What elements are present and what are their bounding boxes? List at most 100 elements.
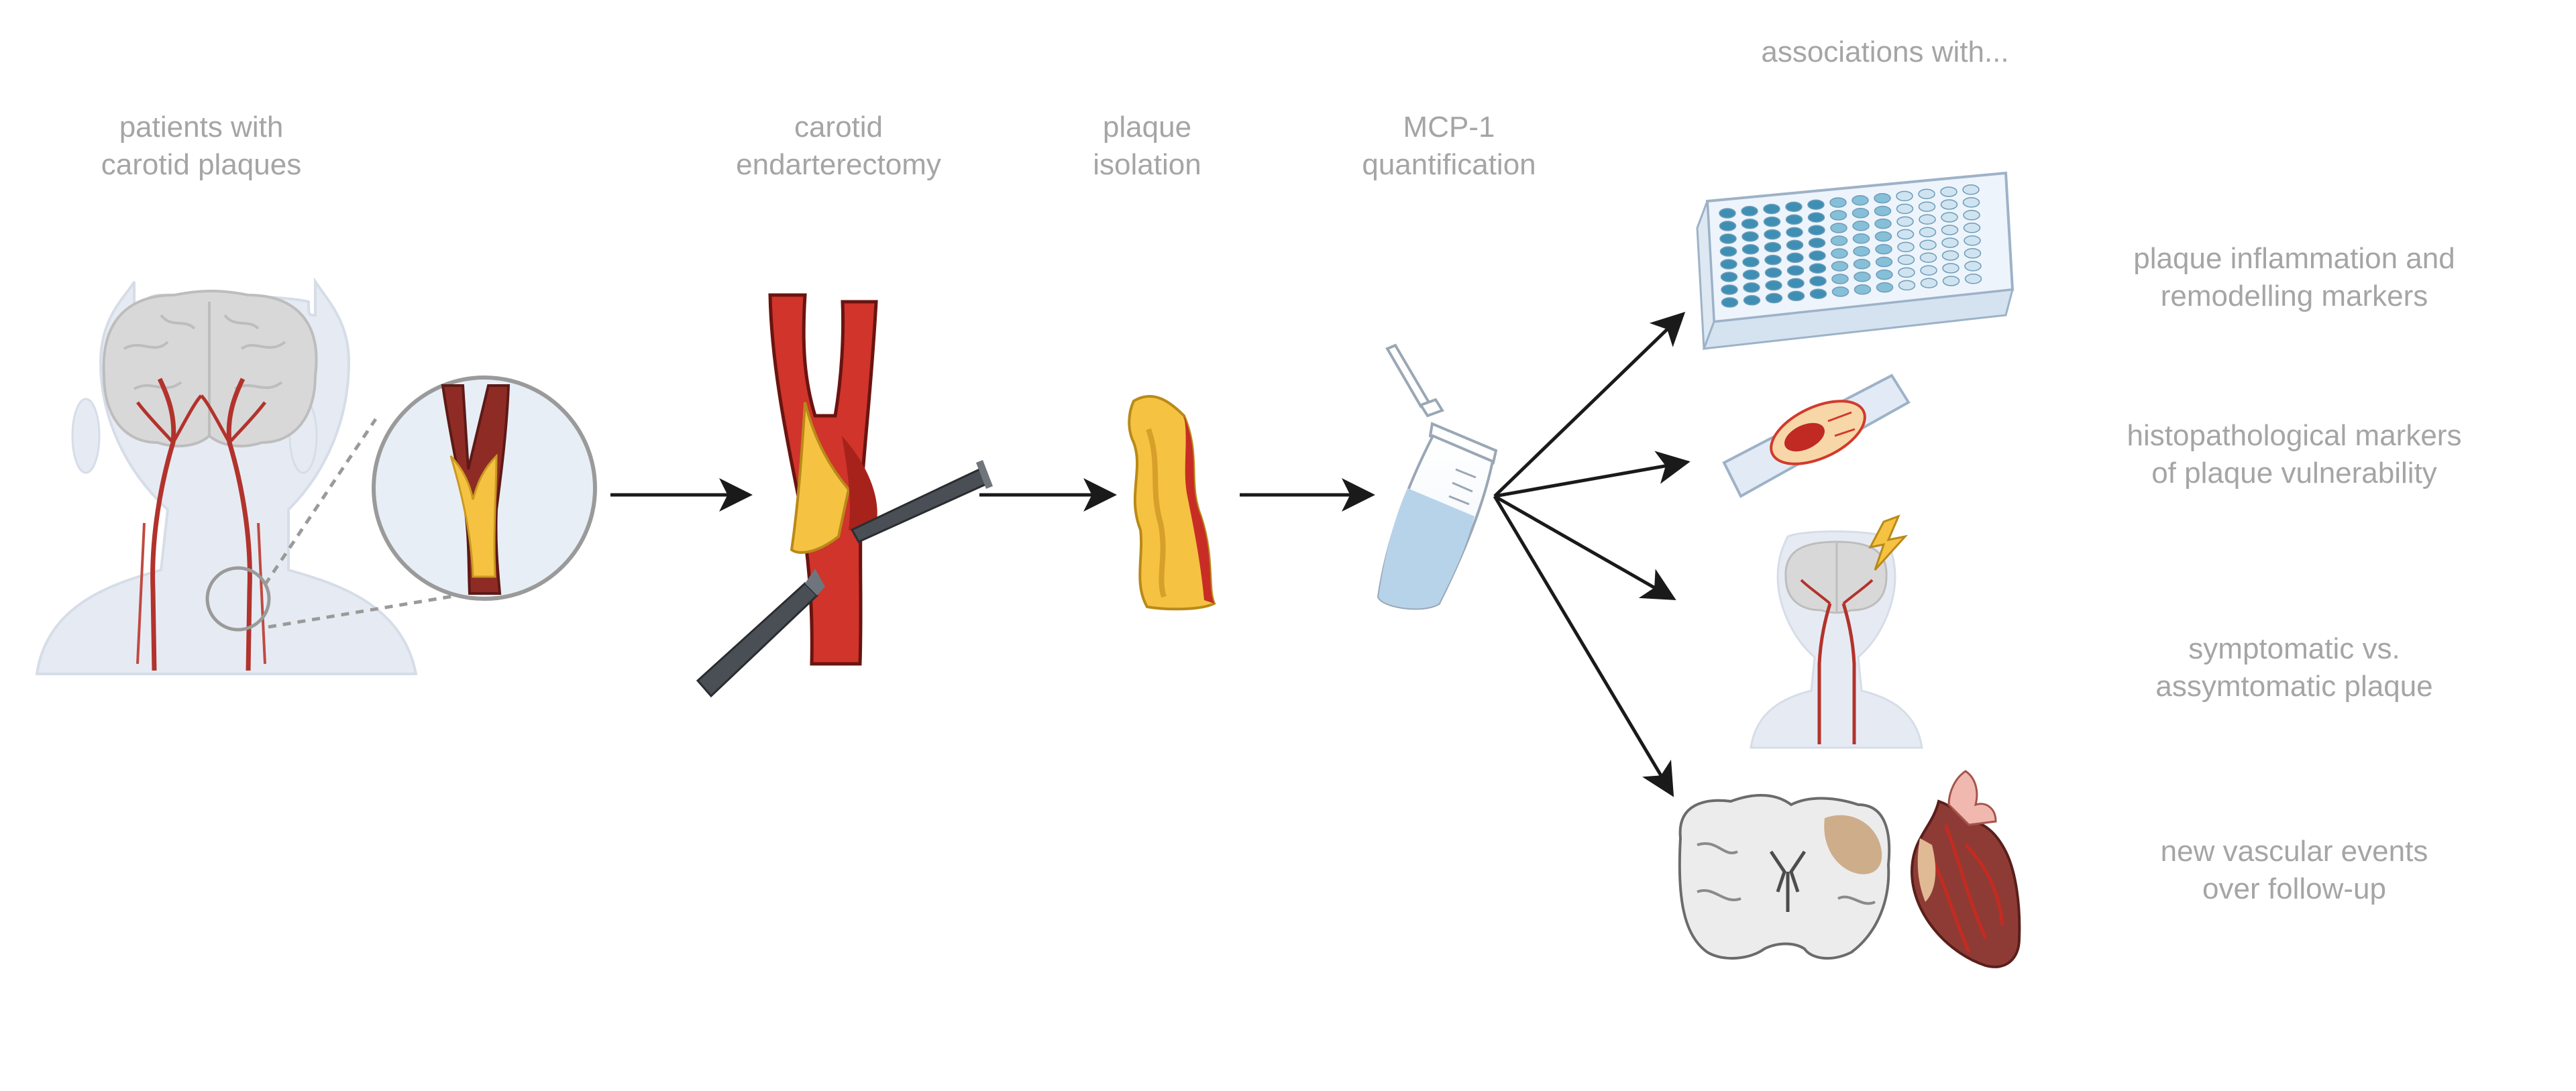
- plate-well: [1852, 233, 1870, 244]
- plate-well: [1787, 290, 1805, 302]
- plate-well: [1874, 231, 1892, 242]
- plate-well: [1964, 261, 1982, 272]
- plate-well: [1896, 190, 1913, 202]
- outcome-label-symptomatic: symptomatic vs. assymtomatic plaque: [2155, 630, 2432, 705]
- plate-well: [1831, 274, 1849, 284]
- plate-well: [1831, 248, 1848, 259]
- plaque-icon: [1128, 395, 1216, 611]
- plate-well: [1720, 272, 1738, 282]
- plate-well: [1786, 252, 1804, 264]
- plate-well: [1764, 267, 1782, 278]
- plate-well: [1808, 237, 1826, 248]
- plate-well: [1964, 248, 1982, 259]
- plate-well: [1742, 270, 1760, 280]
- step-label-endarterectomy: carotid endarterectomy: [736, 109, 941, 184]
- plate-well: [1721, 297, 1739, 308]
- plate-well: [1830, 223, 1847, 233]
- outcome-label-histopathology: histopathological markers of plaque vuln…: [2127, 417, 2462, 492]
- plate-well: [1875, 256, 1893, 268]
- outcome-label-line: histopathological markers: [2127, 419, 2462, 452]
- outcome-label-line: remodelling markers: [2160, 280, 2428, 312]
- plate-well: [1919, 214, 1936, 225]
- plate-well: [1898, 267, 1915, 278]
- plate-well: [1918, 188, 1935, 199]
- plate-well: [1763, 216, 1781, 227]
- plate-well: [1876, 269, 1893, 280]
- plate-well: [1964, 274, 1982, 284]
- outcome-label-line: plaque inflammation and: [2133, 242, 2455, 275]
- plate-well: [1741, 219, 1759, 229]
- outcome-label-line: symptomatic vs.: [2188, 632, 2400, 665]
- plate-well: [1809, 263, 1827, 274]
- step-label-line: quantification: [1362, 148, 1536, 181]
- plate-well: [1919, 252, 1937, 263]
- step-label-line: MCP-1: [1403, 111, 1495, 143]
- step-label-isolation: plaque isolation: [1093, 109, 1201, 184]
- plate-well: [1852, 221, 1870, 231]
- endarterectomy-icon: [696, 293, 993, 698]
- plate-well: [1719, 208, 1736, 219]
- plate-well: [1941, 250, 1960, 261]
- plate-well: [1920, 278, 1938, 288]
- plate-well: [1941, 237, 1959, 248]
- plate-well: [1897, 241, 1915, 253]
- plate-well: [1720, 259, 1737, 270]
- plate-well: [1809, 276, 1827, 286]
- plate-well: [1963, 210, 1980, 221]
- plate-well: [1787, 278, 1805, 289]
- plate-well: [1807, 199, 1825, 210]
- plate-well: [1765, 280, 1782, 291]
- plate-well: [1854, 284, 1872, 295]
- plate-well: [1743, 282, 1760, 293]
- plate-well: [1764, 229, 1781, 240]
- plate-well: [1831, 286, 1849, 297]
- step-label-line: isolation: [1093, 148, 1201, 181]
- step-label-quantification: MCP-1 quantification: [1362, 109, 1536, 184]
- outcome-label-line: assymtomatic plaque: [2155, 670, 2433, 703]
- plate-well: [1940, 199, 1958, 210]
- plate-well: [1963, 223, 1981, 233]
- plate-well: [1741, 244, 1760, 255]
- plate-well: [1786, 265, 1805, 276]
- step-label-line: carotid plaques: [101, 148, 302, 181]
- plate-well: [1721, 284, 1738, 295]
- outcome-label-events: new vascular events over follow-up: [2161, 833, 2428, 908]
- associations-header-text: associations with...: [1761, 36, 2009, 68]
- plate-well: [1874, 218, 1892, 229]
- microscope-slide-icon: [1722, 374, 1911, 498]
- outcome-label-line: over follow-up: [2202, 872, 2386, 905]
- plate-well: [1964, 235, 1981, 246]
- plate-well: [1786, 227, 1803, 238]
- plate-well: [1764, 241, 1782, 253]
- outcome-arrows: [1493, 312, 1690, 797]
- sample-tube-icon: [1377, 343, 1498, 610]
- patient-head-icon: [35, 277, 597, 675]
- plate-well: [1940, 186, 1957, 197]
- step-label-line: carotid: [794, 111, 883, 143]
- plate-well: [1764, 254, 1782, 266]
- well-plate-icon: [1696, 171, 2015, 350]
- plate-well: [1786, 239, 1804, 251]
- plate-well: [1742, 257, 1760, 268]
- plate-well: [1851, 195, 1869, 206]
- plate-well: [1919, 239, 1937, 250]
- plate-well: [1808, 225, 1825, 235]
- plate-well: [1853, 246, 1870, 257]
- plate-well: [1807, 212, 1825, 223]
- plate-well: [1829, 197, 1847, 208]
- plate-well: [1962, 197, 1980, 208]
- plate-well: [1785, 201, 1803, 213]
- plate-well: [1919, 227, 1937, 237]
- plate-well: [1962, 184, 1980, 195]
- step-label-patients: patients with carotid plaques: [101, 109, 301, 184]
- plate-well: [1875, 243, 1892, 255]
- plate-well: [1809, 250, 1826, 261]
- plate-well: [1896, 229, 1915, 240]
- outcome-label-line: of plaque vulnerability: [2151, 457, 2437, 490]
- outcome-label-line: new vascular events: [2160, 835, 2428, 868]
- plate-well: [1741, 231, 1759, 242]
- plate-well: [1898, 280, 1916, 291]
- plate-well: [1874, 192, 1891, 204]
